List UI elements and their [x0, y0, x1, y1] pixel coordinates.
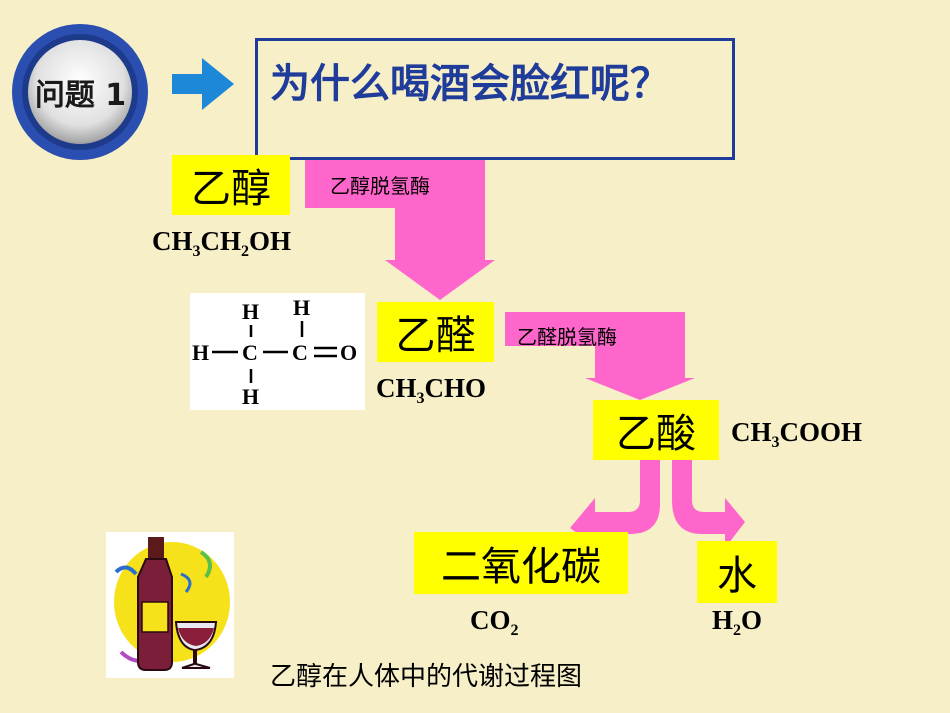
- acetaldehyde-formula: CH3CHO: [376, 373, 487, 407]
- atom-o: O: [340, 340, 357, 365]
- question-badge: 问题 1: [8, 22, 153, 162]
- enzyme-2-label: 乙醛脱氢酶: [517, 325, 617, 349]
- ethanol-formula: CH3CH2OH: [152, 226, 292, 260]
- co2-label: 二氧化碳: [414, 532, 628, 594]
- atom-c-2: C: [292, 340, 308, 365]
- diagram-caption: 乙醇在人体中的代谢过程图: [270, 662, 583, 692]
- water-label: 水: [697, 541, 777, 603]
- acetaldehyde-label: 乙醛: [377, 302, 494, 362]
- atom-h-left: H: [192, 340, 209, 365]
- water-formula: H2O: [712, 605, 763, 639]
- enzyme-1-label: 乙醇脱氢酶: [330, 174, 430, 198]
- badge-circle-icon: [12, 24, 148, 160]
- ethanol-label: 乙醇: [172, 155, 290, 215]
- flow-arrow-3: [570, 458, 660, 548]
- badge-label: 问题 1: [34, 78, 127, 113]
- atom-h-top-1: H: [242, 299, 259, 324]
- co2-formula: CO2: [470, 605, 519, 639]
- page-title: 为什么喝酒会脸红呢？: [270, 61, 670, 107]
- flow-arrow-4: [672, 458, 745, 548]
- flow-arrow-1: [305, 160, 495, 300]
- atom-h-bottom: H: [242, 384, 259, 409]
- arrow-right-icon: [172, 58, 234, 110]
- atom-c-1: C: [242, 340, 258, 365]
- flow-arrow-2: [505, 312, 695, 400]
- acetic-acid-formula: CH3COOH: [731, 417, 863, 451]
- wine-bottle-glass-icon: [106, 532, 234, 678]
- atom-h-top-2: H: [293, 295, 310, 320]
- title-box: 为什么喝酒会脸红呢？: [255, 38, 735, 160]
- acetaldehyde-structure: H H H C C O H: [190, 293, 365, 410]
- acetic-acid-label: 乙酸: [593, 400, 719, 460]
